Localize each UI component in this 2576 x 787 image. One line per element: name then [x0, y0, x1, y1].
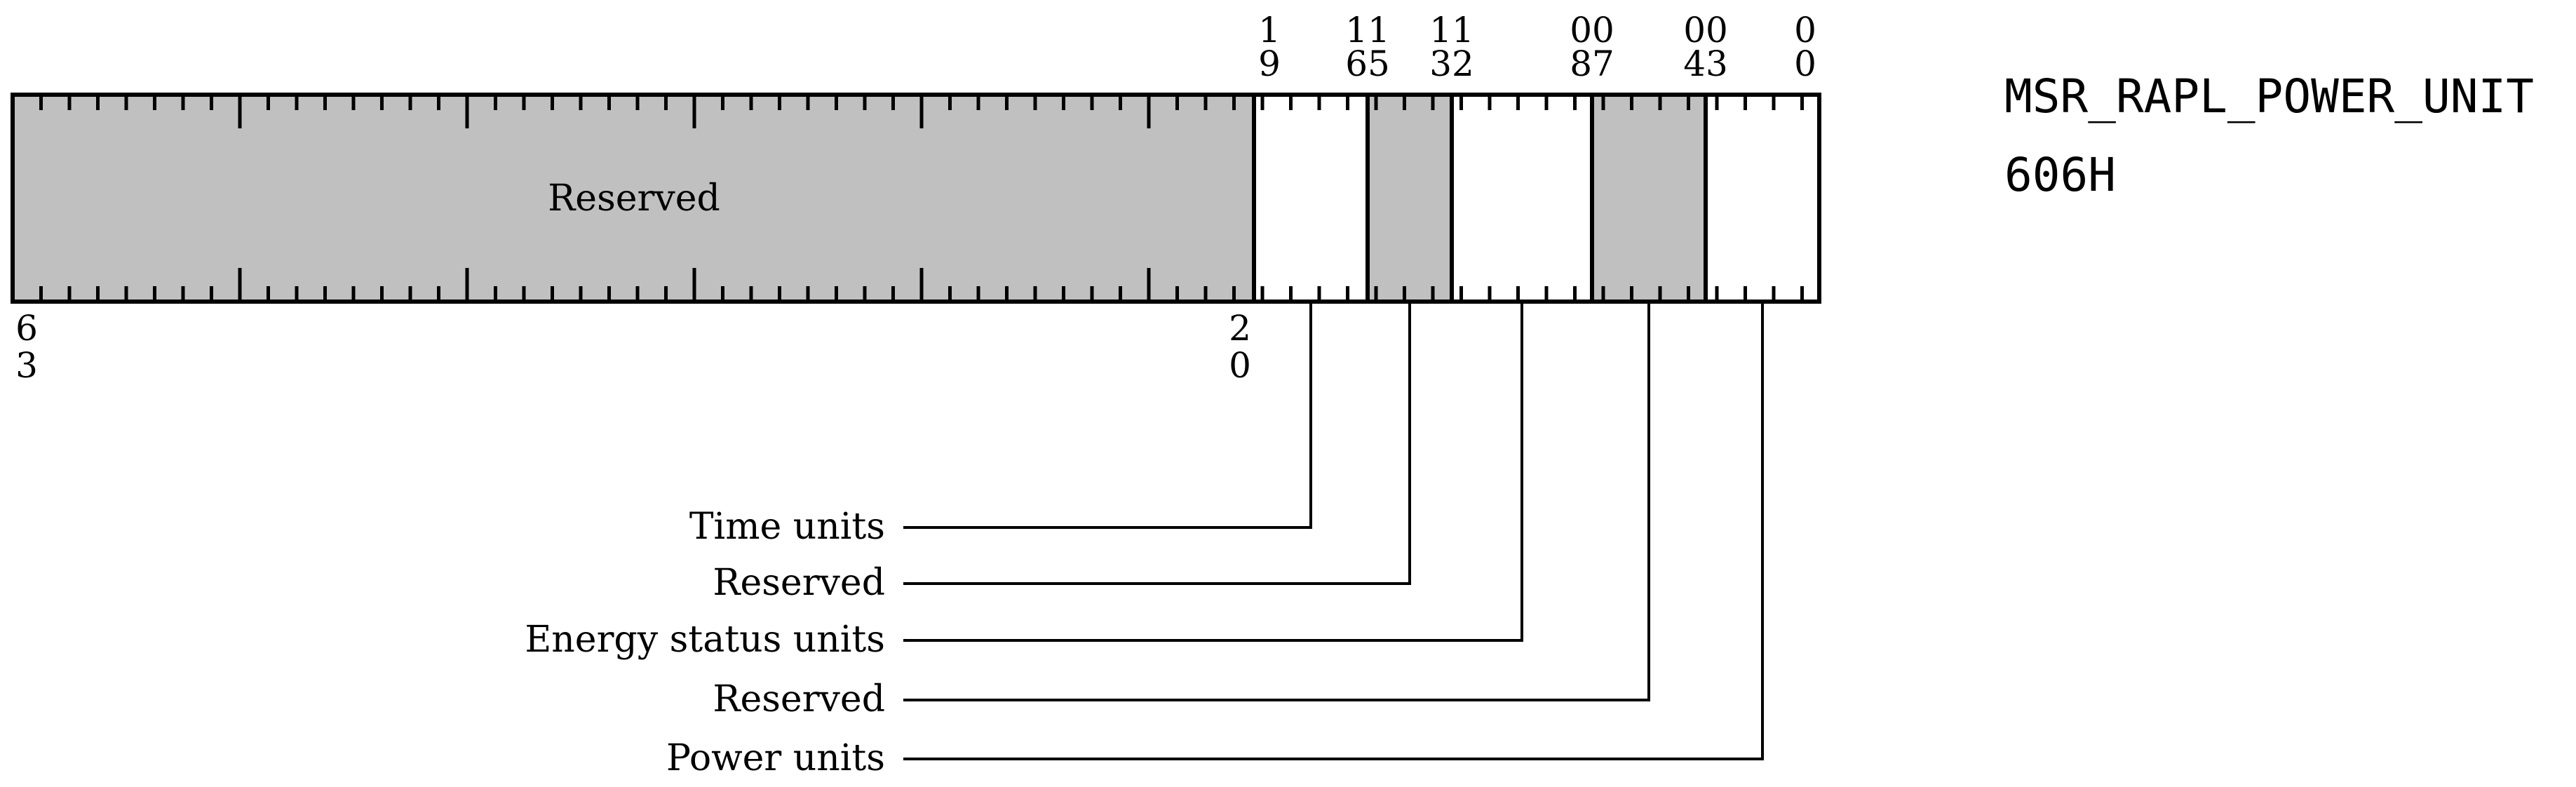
register-address: 606H — [2004, 148, 2116, 202]
label-reserved-15-13: Reserved — [713, 562, 885, 604]
bitnum-19-bottom: 9 — [1258, 43, 1281, 84]
register-fields — [11, 93, 1821, 304]
leader-lines — [903, 302, 1764, 760]
bitnum-16-15-bottom: 65 — [1345, 43, 1390, 84]
bitnum-4-3-bottom: 43 — [1683, 43, 1728, 84]
bitnum-20-top: 2 — [1229, 308, 1251, 349]
field-energy-status-units — [1450, 93, 1594, 304]
register-name: MSR_RAPL_POWER_UNIT — [2004, 69, 2534, 123]
field-power-units — [1704, 93, 1821, 304]
field-reserved-63-20 — [11, 93, 1256, 304]
bitnum-4-3-top: 00 — [1683, 10, 1728, 51]
bit-ticks — [39, 95, 1804, 302]
bitnum-8-7-top: 00 — [1570, 10, 1614, 51]
label-time-units: Time units — [689, 506, 885, 548]
leader-time-units — [903, 302, 1312, 529]
bottom-bit-numbers: 6 3 2 0 — [15, 308, 1251, 386]
bitnum-19-top: 1 — [1258, 10, 1281, 51]
bitnum-63-top: 6 — [15, 308, 38, 349]
leader-power-units — [903, 302, 1764, 760]
bitnum-8-7-bottom: 87 — [1570, 43, 1614, 84]
bitnum-13-12-bottom: 32 — [1429, 43, 1474, 84]
label-energy-status-units: Energy status units — [525, 619, 885, 661]
bitnum-0-top: 0 — [1794, 10, 1816, 51]
bitnum-0-bottom: 0 — [1794, 43, 1816, 84]
label-reserved-7-4: Reserved — [713, 678, 885, 720]
bitnum-63-bottom: 3 — [15, 345, 38, 386]
field-descriptions: Time units Reserved Energy status units … — [525, 506, 885, 779]
top-bit-numbers: 1 9 11 65 11 32 00 87 00 43 0 0 — [1258, 10, 1816, 84]
bitnum-16-15-top: 11 — [1345, 10, 1390, 51]
leader-reserved-15-13 — [903, 302, 1411, 585]
field-time-units — [1252, 93, 1370, 304]
bitnum-13-12-top: 11 — [1429, 10, 1474, 51]
reserved-inside-label: Reserved — [548, 177, 720, 220]
field-reserved-7-4 — [1590, 93, 1708, 304]
bitnum-20-bottom: 0 — [1229, 345, 1251, 386]
field-reserved-15-13 — [1365, 93, 1454, 304]
label-power-units: Power units — [666, 737, 885, 779]
leader-energy-status-units — [903, 302, 1523, 642]
leader-reserved-7-4 — [903, 302, 1650, 701]
